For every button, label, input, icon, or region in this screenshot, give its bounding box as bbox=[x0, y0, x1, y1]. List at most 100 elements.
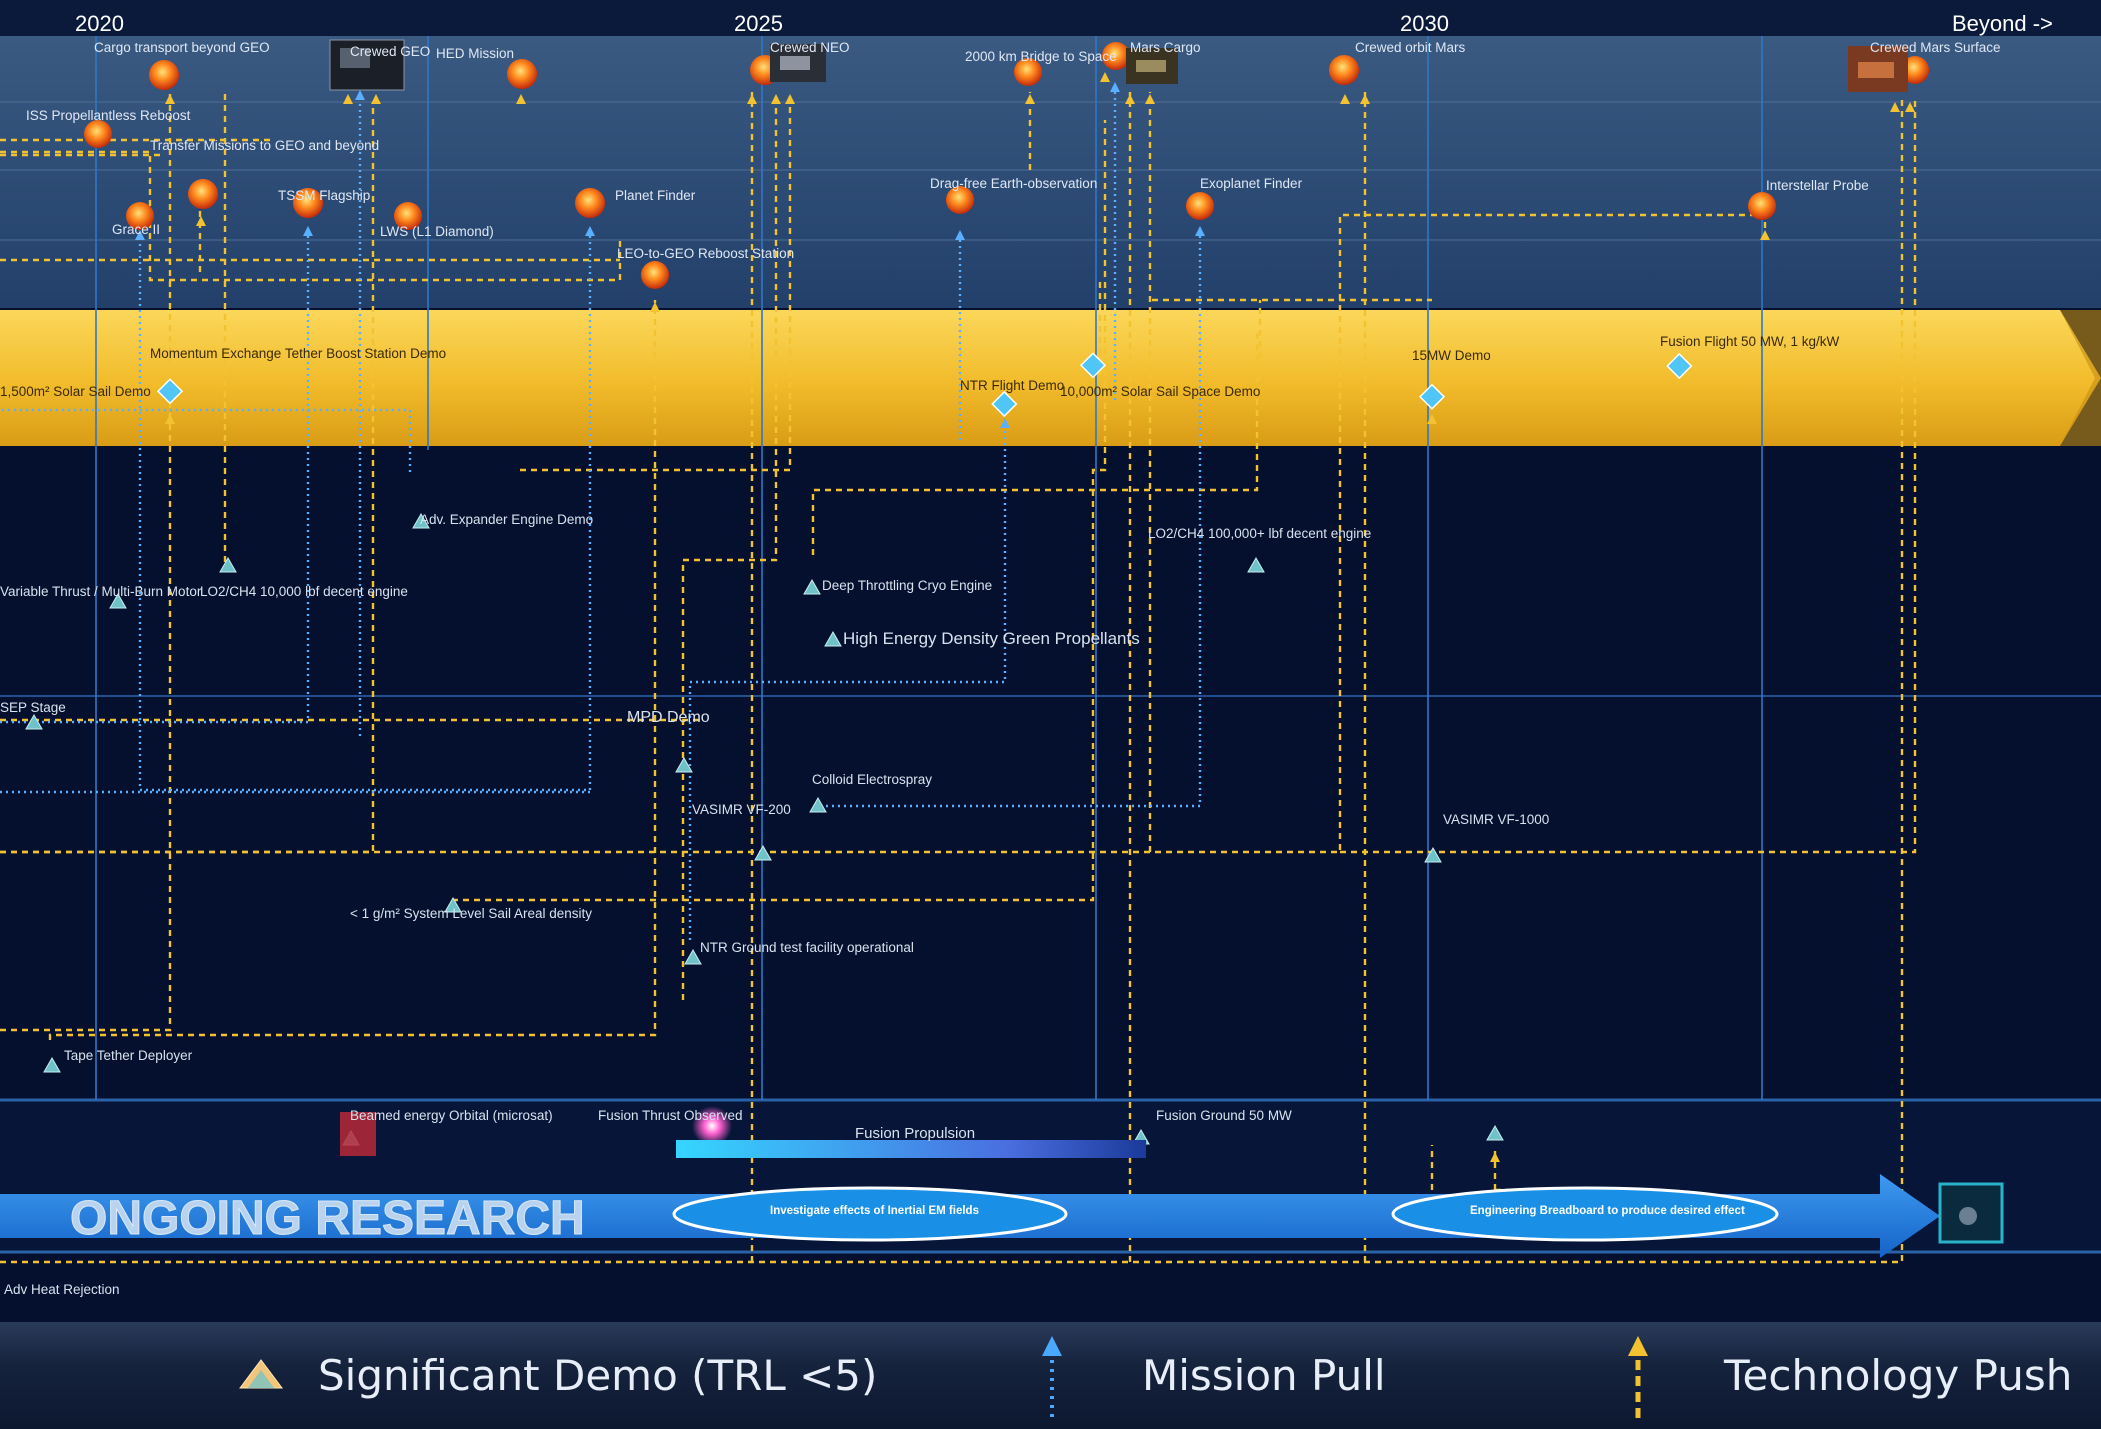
ground-demo-label: VASIMR VF-200 bbox=[692, 802, 791, 817]
flight-demo-label: Fusion Flight 50 MW, 1 kg/kW bbox=[1660, 334, 1840, 349]
demo-triangle bbox=[754, 844, 772, 861]
research-cloud-1 bbox=[672, 1186, 1068, 1242]
ground-demo-label: MPD Demo bbox=[627, 709, 710, 726]
mission-label: Interstellar Probe bbox=[1766, 178, 1869, 193]
research-labels: Beamed energy Orbital (microsat) Fusion … bbox=[4, 1108, 1745, 1297]
flight-demo-label: 10,000m² Solar Sail Space Demo bbox=[1060, 384, 1260, 399]
legend-pull: Mission Pull bbox=[1038, 1322, 1386, 1429]
year-label-beyond: Beyond -> bbox=[1952, 11, 2053, 36]
legend: Significant Demo (TRL <5) Mission Pull T… bbox=[0, 1322, 2101, 1429]
beamed-energy-label: Beamed energy Orbital (microsat) bbox=[350, 1108, 553, 1123]
ground-demo-label: NTR Ground test facility operational bbox=[700, 940, 914, 955]
ground-demo-label: VASIMR VF-1000 bbox=[1443, 812, 1549, 827]
flight-demo-marker bbox=[156, 378, 184, 405]
ground-demo-label: LO2/CH4 10,000 lbf decent engine bbox=[200, 584, 408, 599]
year-label-2025: 2025 bbox=[734, 11, 783, 36]
ground-demo-label: Deep Throttling Cryo Engine bbox=[822, 578, 992, 593]
demo-triangle bbox=[1424, 846, 1442, 863]
demo-triangle-icon bbox=[239, 1359, 283, 1389]
mission-marker bbox=[575, 188, 605, 218]
ground-demo-label: LO2/CH4 100,000+ lbf decent engine bbox=[1148, 526, 1371, 541]
mission-marker bbox=[149, 60, 179, 90]
year-label-2020: 2020 bbox=[75, 11, 124, 36]
demo-triangle bbox=[412, 512, 430, 529]
flight-demo-label: 15MW Demo bbox=[1412, 348, 1491, 363]
mission-marker bbox=[84, 120, 112, 148]
research-cloud-1-label: Investigate effects of Inertial EM field… bbox=[770, 1205, 979, 1217]
flight-demo-label: Momentum Exchange Tether Boost Station D… bbox=[150, 346, 446, 361]
ground-demo-label: Variable Thrust / Multi-Burn Motor bbox=[0, 584, 202, 599]
mission-label: HED Mission bbox=[436, 46, 514, 61]
demo-triangle bbox=[809, 796, 827, 813]
mission-marker bbox=[293, 188, 323, 218]
mission-marker bbox=[1748, 192, 1776, 220]
mission-label: Crewed GEO bbox=[350, 44, 430, 59]
mission-label: Grace II bbox=[112, 222, 160, 237]
fusion-glow-image bbox=[692, 1106, 732, 1146]
flight-demo-marker bbox=[991, 390, 1018, 418]
ground-demo-label: Tape Tether Deployer bbox=[64, 1048, 193, 1063]
research-cloud-2 bbox=[1391, 1186, 1779, 1242]
flight-demo-markers bbox=[156, 352, 1693, 418]
mission-label: Crewed NEO bbox=[770, 40, 850, 55]
mission-label: TSSM Flagship bbox=[278, 188, 370, 203]
arrowheads bbox=[135, 72, 1915, 1162]
mission-marker bbox=[1014, 58, 1042, 86]
research-area bbox=[0, 1106, 2004, 1258]
demo-triangle bbox=[444, 896, 462, 913]
demo-triangle bbox=[219, 556, 237, 573]
legend-push-label: Technology Push bbox=[1724, 1351, 2073, 1400]
flight-demo-label: NTR Flight Demo bbox=[960, 378, 1064, 393]
demo-triangle bbox=[109, 592, 127, 609]
ground-demo-labels: Adv. Expander Engine Demo LO2/CH4 10,000… bbox=[0, 512, 1549, 1063]
mission-marker bbox=[507, 59, 537, 89]
ground-demo-label: Adv. Expander Engine Demo bbox=[420, 512, 593, 527]
year-header bbox=[0, 0, 2101, 36]
mission-label: LEO-to-GEO Reboost Station bbox=[617, 246, 794, 261]
mission-pull-icon bbox=[1042, 1336, 1062, 1420]
mission-label: LWS (L1 Diamond) bbox=[380, 224, 494, 239]
mission-marker bbox=[1186, 192, 1214, 220]
mission-label: Transfer Missions to GEO and beyond bbox=[150, 138, 379, 153]
ground-demo-label: Colloid Electrospray bbox=[812, 772, 932, 787]
mission-marker bbox=[946, 186, 974, 214]
demo-triangle bbox=[803, 578, 821, 595]
research-cloud-2-label: Engineering Breadboard to produce desire… bbox=[1470, 1205, 1745, 1217]
mission-images bbox=[329, 39, 1908, 92]
mission-label: ISS Propellantless Reboost bbox=[26, 108, 191, 123]
fusion-propulsion-label: Fusion Propulsion bbox=[855, 1125, 975, 1142]
demo-triangle bbox=[684, 948, 702, 965]
legend-pull-label: Mission Pull bbox=[1142, 1351, 1386, 1400]
mission-marker bbox=[1102, 42, 1130, 70]
demo-triangle bbox=[675, 756, 693, 773]
mission-label: Planet Finder bbox=[615, 188, 696, 203]
research-banner: ONGOING RESEARCH bbox=[70, 1192, 585, 1245]
legend-push: Technology Push bbox=[1624, 1322, 2072, 1429]
ground-demo-label: < 1 g/m² System Level Sail Areal density bbox=[350, 906, 592, 921]
mission-label: 2000 km Bridge to Space bbox=[965, 49, 1117, 64]
mission-label: Mars Cargo bbox=[1130, 40, 1201, 55]
year-label-2030: 2030 bbox=[1400, 11, 1449, 36]
demo-triangle bbox=[824, 630, 842, 647]
mission-band bbox=[0, 36, 2101, 308]
adv-heat-label: Adv Heat Rejection bbox=[4, 1282, 120, 1297]
mission-pull-connectors bbox=[0, 85, 1202, 940]
mission-label: Cargo transport beyond GEO bbox=[94, 40, 270, 55]
flight-demo-labels: 1,500m² Solar Sail Demo Momentum Exchang… bbox=[0, 334, 1840, 399]
fusion-observed-label: Fusion Thrust Observed bbox=[598, 1108, 743, 1123]
mission-marker bbox=[188, 179, 218, 209]
beamed-energy-image bbox=[340, 1112, 376, 1156]
mission-marker bbox=[394, 202, 422, 230]
ground-demo-label: High Energy Density Green Propellants bbox=[843, 629, 1140, 648]
mission-label: Crewed orbit Mars bbox=[1355, 40, 1466, 55]
technology-push-connectors bbox=[0, 92, 1917, 1264]
flight-demo-marker bbox=[1418, 383, 1446, 410]
flight-demo-marker bbox=[1666, 352, 1693, 380]
flight-demo-band bbox=[0, 310, 2101, 446]
demo-triangle bbox=[1247, 556, 1265, 573]
mission-marker bbox=[641, 261, 669, 289]
mission-marker bbox=[126, 202, 154, 230]
mission-marker bbox=[1329, 55, 1359, 85]
flight-demo-label: 1,500m² Solar Sail Demo bbox=[0, 384, 151, 399]
